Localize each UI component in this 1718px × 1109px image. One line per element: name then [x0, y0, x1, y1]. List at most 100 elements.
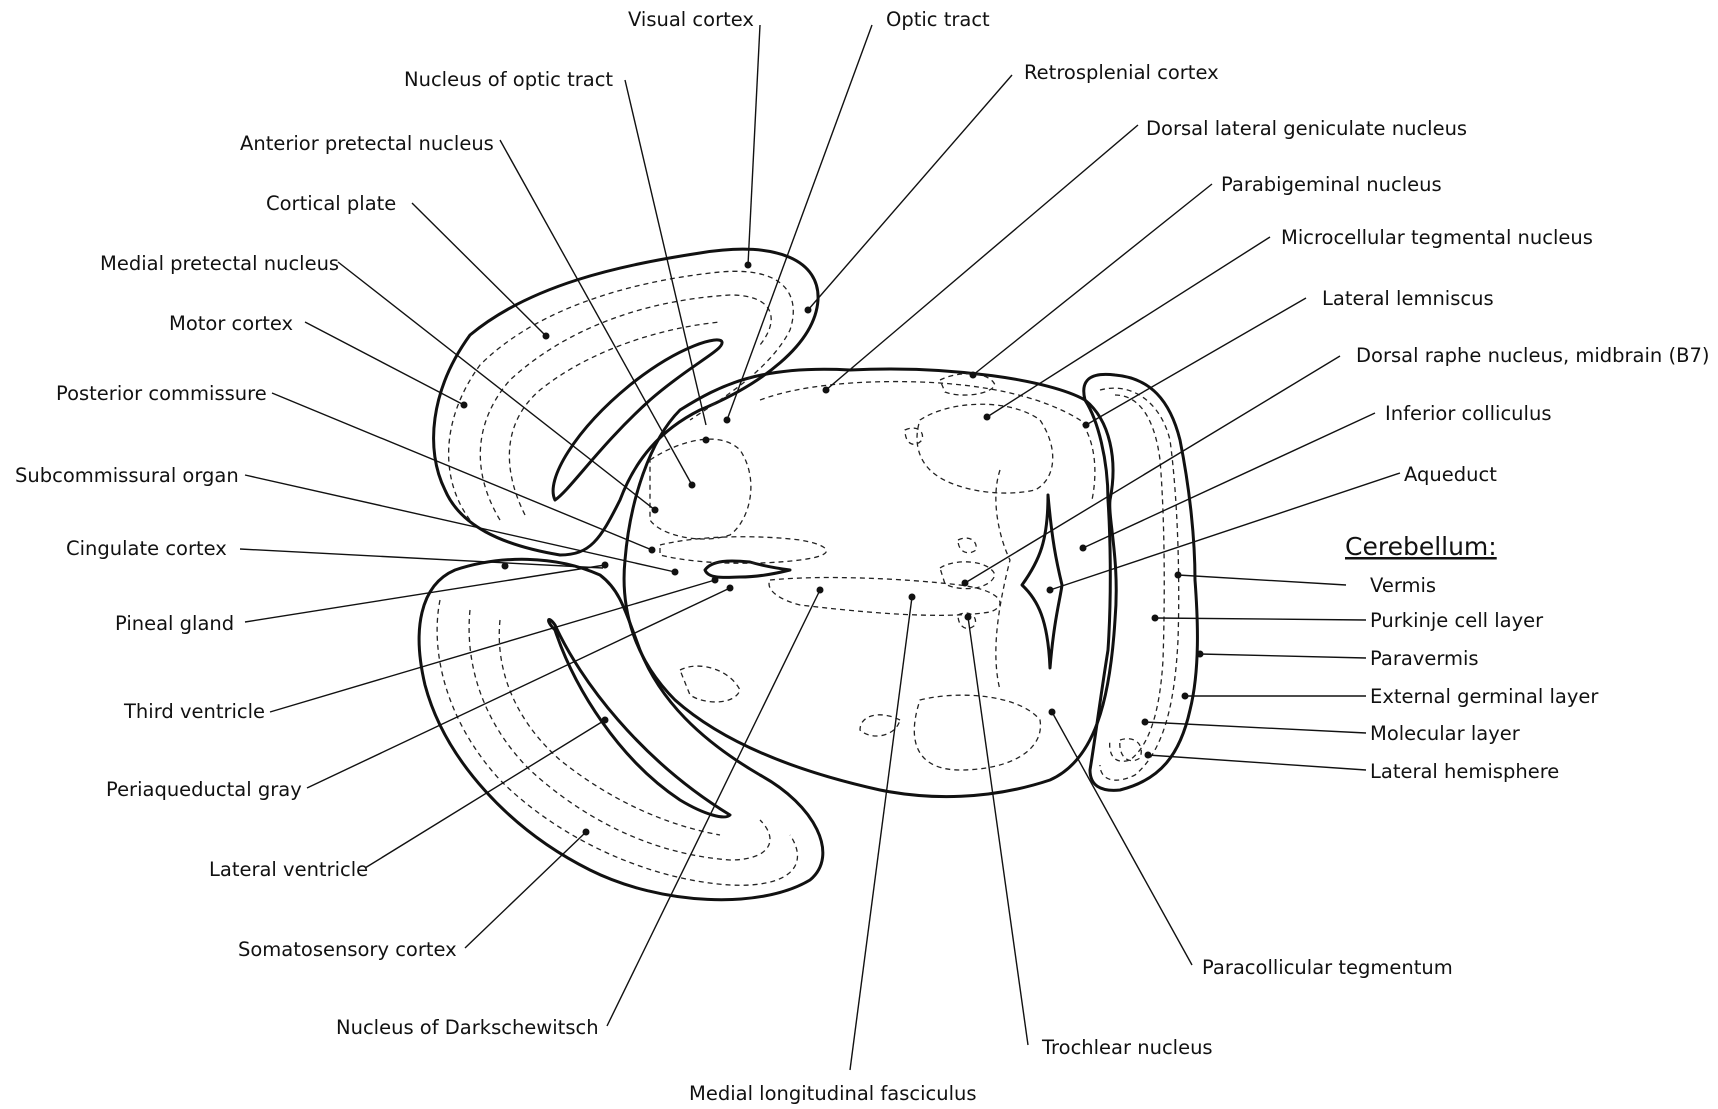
dot-retrosplenial-cortex: [804, 306, 812, 314]
dot-medial-longitudinal-fasciculus: [908, 593, 916, 601]
leader-molecular-layer: [1144, 721, 1367, 734]
leader-vermis: [1177, 574, 1347, 586]
dot-nucleus-of-darkschewitsch: [816, 586, 824, 594]
leader-cortical-plate: [411, 202, 547, 337]
lower-cortex-layer-3: [498, 619, 721, 836]
label-external-germinal-layer: External germinal layer: [1370, 685, 1599, 708]
ventral-region-1: [859, 714, 901, 737]
labels: Visual cortex Optic tract Retrosplenial …: [15, 8, 1709, 1105]
leader-paracollicular-tegmentum: [1051, 711, 1193, 966]
leader-subcommissural-organ: [244, 474, 676, 573]
leader-lateral-ventricle: [364, 719, 606, 869]
periaqueductal-region: [768, 576, 1001, 616]
dlgn-region: [995, 469, 1011, 691]
internal-boundaries: [436, 270, 1180, 886]
dot-somatosensory-cortex: [582, 828, 590, 836]
label-microcellular-tegmental-nucleus: Microcellular tegmental nucleus: [1281, 226, 1593, 249]
leader-medial-pretectal-nucleus: [337, 261, 656, 511]
label-retrosplenial-cortex: Retrosplenial cortex: [1024, 61, 1219, 84]
label-medial-pretectal-nucleus: Medial pretectal nucleus: [100, 252, 339, 275]
label-third-ventricle: Third ventricle: [123, 700, 265, 723]
dot-motor-cortex: [460, 401, 468, 409]
leader-pineal-gland: [244, 564, 606, 623]
aqueduct-outline: [1020, 493, 1064, 670]
dot-pineal-gland: [601, 561, 609, 569]
dorsal-raphe-region: [939, 561, 996, 590]
dot-visual-cortex: [744, 261, 752, 269]
label-motor-cortex: Motor cortex: [169, 312, 293, 335]
label-nucleus-of-optic-tract: Nucleus of optic tract: [404, 68, 613, 91]
leader-lateral-hemisphere: [1147, 754, 1367, 771]
dot-posterior-commissure: [648, 546, 656, 554]
cerebellum-outline: [1082, 372, 1199, 792]
pretectal-region: [649, 438, 752, 540]
small-nucleus-1: [904, 427, 924, 445]
leader-posterior-commissure: [271, 392, 653, 551]
dot-lateral-ventricle: [601, 716, 609, 724]
lower-lateral-ventricle-outline: [547, 618, 732, 819]
anatomy-outlines: [417, 247, 1199, 902]
ventral-region-2: [679, 665, 741, 703]
leader-visual-cortex: [747, 24, 761, 266]
label-nucleus-of-darkschewitsch: Nucleus of Darkschewitsch: [336, 1016, 599, 1039]
tegmentum-region: [913, 694, 1042, 771]
dot-aqueduct: [1046, 586, 1054, 594]
label-aqueduct: Aqueduct: [1404, 463, 1497, 486]
small-nucleus-2: [957, 537, 977, 554]
leader-aqueduct: [1049, 472, 1401, 591]
upper-cortex-layer-2: [479, 294, 772, 521]
leader-nucleus-of-darkschewitsch: [606, 589, 821, 1027]
leader-optic-tract: [726, 24, 873, 421]
label-somatosensory-cortex: Somatosensory cortex: [238, 938, 457, 961]
lower-cortex-layer-2: [468, 609, 771, 861]
leader-periaqueductal-gray: [306, 587, 731, 789]
label-trochlear-nucleus: Trochlear nucleus: [1041, 1036, 1213, 1059]
dot-anterior-pretectal-nucleus: [688, 481, 696, 489]
upper-lateral-ventricle-outline: [551, 338, 724, 502]
leader-cingulate-cortex: [239, 548, 604, 569]
label-vermis: Vermis: [1370, 574, 1436, 597]
dot-third-ventricle: [711, 576, 719, 584]
label-dorsal-raphe-nucleus: Dorsal raphe nucleus, midbrain (B7): [1356, 344, 1709, 367]
dot-parabigeminal-nucleus: [969, 371, 977, 379]
leader-third-ventricle: [269, 579, 716, 713]
label-inferior-colliculus: Inferior colliculus: [1385, 402, 1551, 425]
cerebellum-layer-1: [1099, 387, 1180, 781]
dot-purkinje-cell-layer: [1151, 614, 1159, 622]
label-optic-tract: Optic tract: [886, 8, 990, 31]
leader-parabigeminal-nucleus: [972, 183, 1213, 376]
label-anterior-pretectal-nucleus: Anterior pretectal nucleus: [240, 132, 494, 155]
upper-cortex-layer-3: [508, 321, 721, 516]
heading-cerebellum: Cerebellum:: [1345, 532, 1497, 561]
label-parabigeminal-nucleus: Parabigeminal nucleus: [1221, 173, 1442, 196]
label-visual-cortex: Visual cortex: [628, 8, 754, 31]
label-pineal-gland: Pineal gland: [115, 612, 234, 635]
label-cortical-plate: Cortical plate: [266, 192, 396, 215]
leader-trochlear-nucleus: [967, 616, 1029, 1046]
label-purkinje-cell-layer: Purkinje cell layer: [1370, 609, 1544, 632]
leader-medial-longitudinal-fasciculus: [849, 596, 913, 1071]
dot-subcommissural-organ: [671, 568, 679, 576]
dot-optic-tract: [723, 416, 731, 424]
dot-paracollicular-tegmentum: [1048, 708, 1056, 716]
label-lateral-ventricle: Lateral ventricle: [209, 858, 368, 881]
label-medial-longitudinal-fasciculus: Medial longitudinal fasciculus: [689, 1082, 977, 1105]
dot-medial-pretectal-nucleus: [651, 506, 659, 514]
leader-lines: [239, 24, 1401, 1071]
cerebellum-layer-2: [1109, 394, 1165, 762]
lower-cortex-layer-1: [436, 599, 799, 886]
dot-paravermis: [1196, 650, 1204, 658]
leader-purkinje-cell-layer: [1154, 617, 1367, 621]
posterior-commissure-region: [659, 536, 827, 564]
label-subcommissural-organ: Subcommissural organ: [15, 464, 239, 487]
label-lateral-hemisphere: Lateral hemisphere: [1370, 760, 1559, 783]
leader-inferior-colliculus: [1082, 412, 1376, 549]
colliculus-region: [916, 403, 1054, 494]
dot-external-germinal-layer: [1181, 692, 1189, 700]
parabigeminal-region: [939, 373, 996, 396]
label-molecular-layer: Molecular layer: [1370, 722, 1521, 745]
dot-vermis: [1174, 571, 1182, 579]
label-paravermis: Paravermis: [1370, 647, 1479, 670]
upper-cortex-outline: [432, 247, 820, 557]
